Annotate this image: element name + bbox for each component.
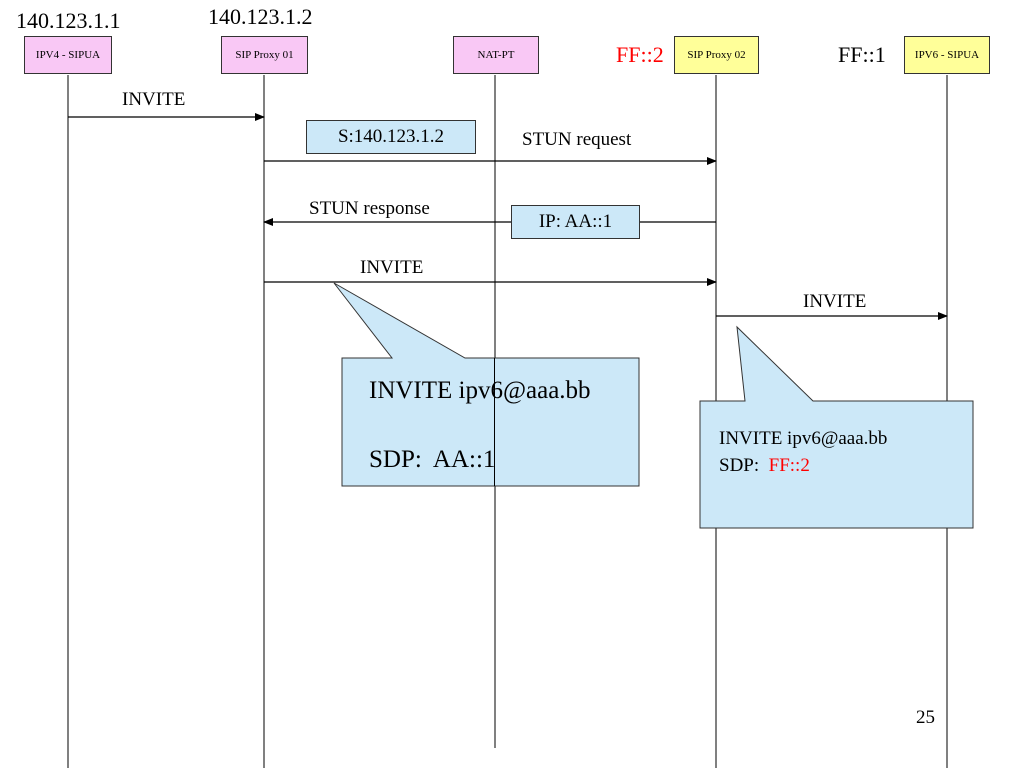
stun-source-box: S:140.123.1.2 <box>306 120 476 154</box>
entity-ipv4-sipua: IPV4 - SIPUA <box>24 36 112 74</box>
label-invite-2: INVITE <box>360 257 424 278</box>
entity-ipv6-sipua: IPV6 - SIPUA <box>904 36 990 74</box>
address-proxy-02: FF::2 <box>616 42 664 67</box>
callout-right-line2: SDP: FF::2 <box>719 456 810 475</box>
entity-nat-pt: NAT-PT <box>453 36 539 74</box>
label-invite-1: INVITE <box>122 89 186 110</box>
page-number: 25 <box>916 707 935 728</box>
address-ipv4-ua: 140.123.1.1 <box>16 8 121 33</box>
nat-pt-overlay-line <box>494 358 495 486</box>
callout-left-line2: SDP: AA::1 <box>369 446 496 473</box>
callout-left-line1: INVITE ipv6@aaa.bb <box>369 377 591 404</box>
entity-sip-proxy-01: SIP Proxy 01 <box>221 36 308 74</box>
callout-right-sdp-label: SDP: <box>719 455 769 476</box>
entity-sip-proxy-02: SIP Proxy 02 <box>674 36 759 74</box>
stun-ip-box: IP: AA::1 <box>511 205 640 239</box>
callout-right-shape <box>699 325 974 529</box>
label-invite-3: INVITE <box>803 291 867 312</box>
callout-left-shape <box>333 282 640 487</box>
address-ipv6-ua: FF::1 <box>838 42 886 67</box>
callout-right-sdp-value: FF::2 <box>768 455 810 476</box>
callout-right-line1: INVITE ipv6@aaa.bb <box>719 428 888 449</box>
address-proxy-01: 140.123.1.2 <box>208 4 313 29</box>
label-stun-response: STUN response <box>309 198 430 219</box>
label-stun-request: STUN request <box>522 129 632 150</box>
